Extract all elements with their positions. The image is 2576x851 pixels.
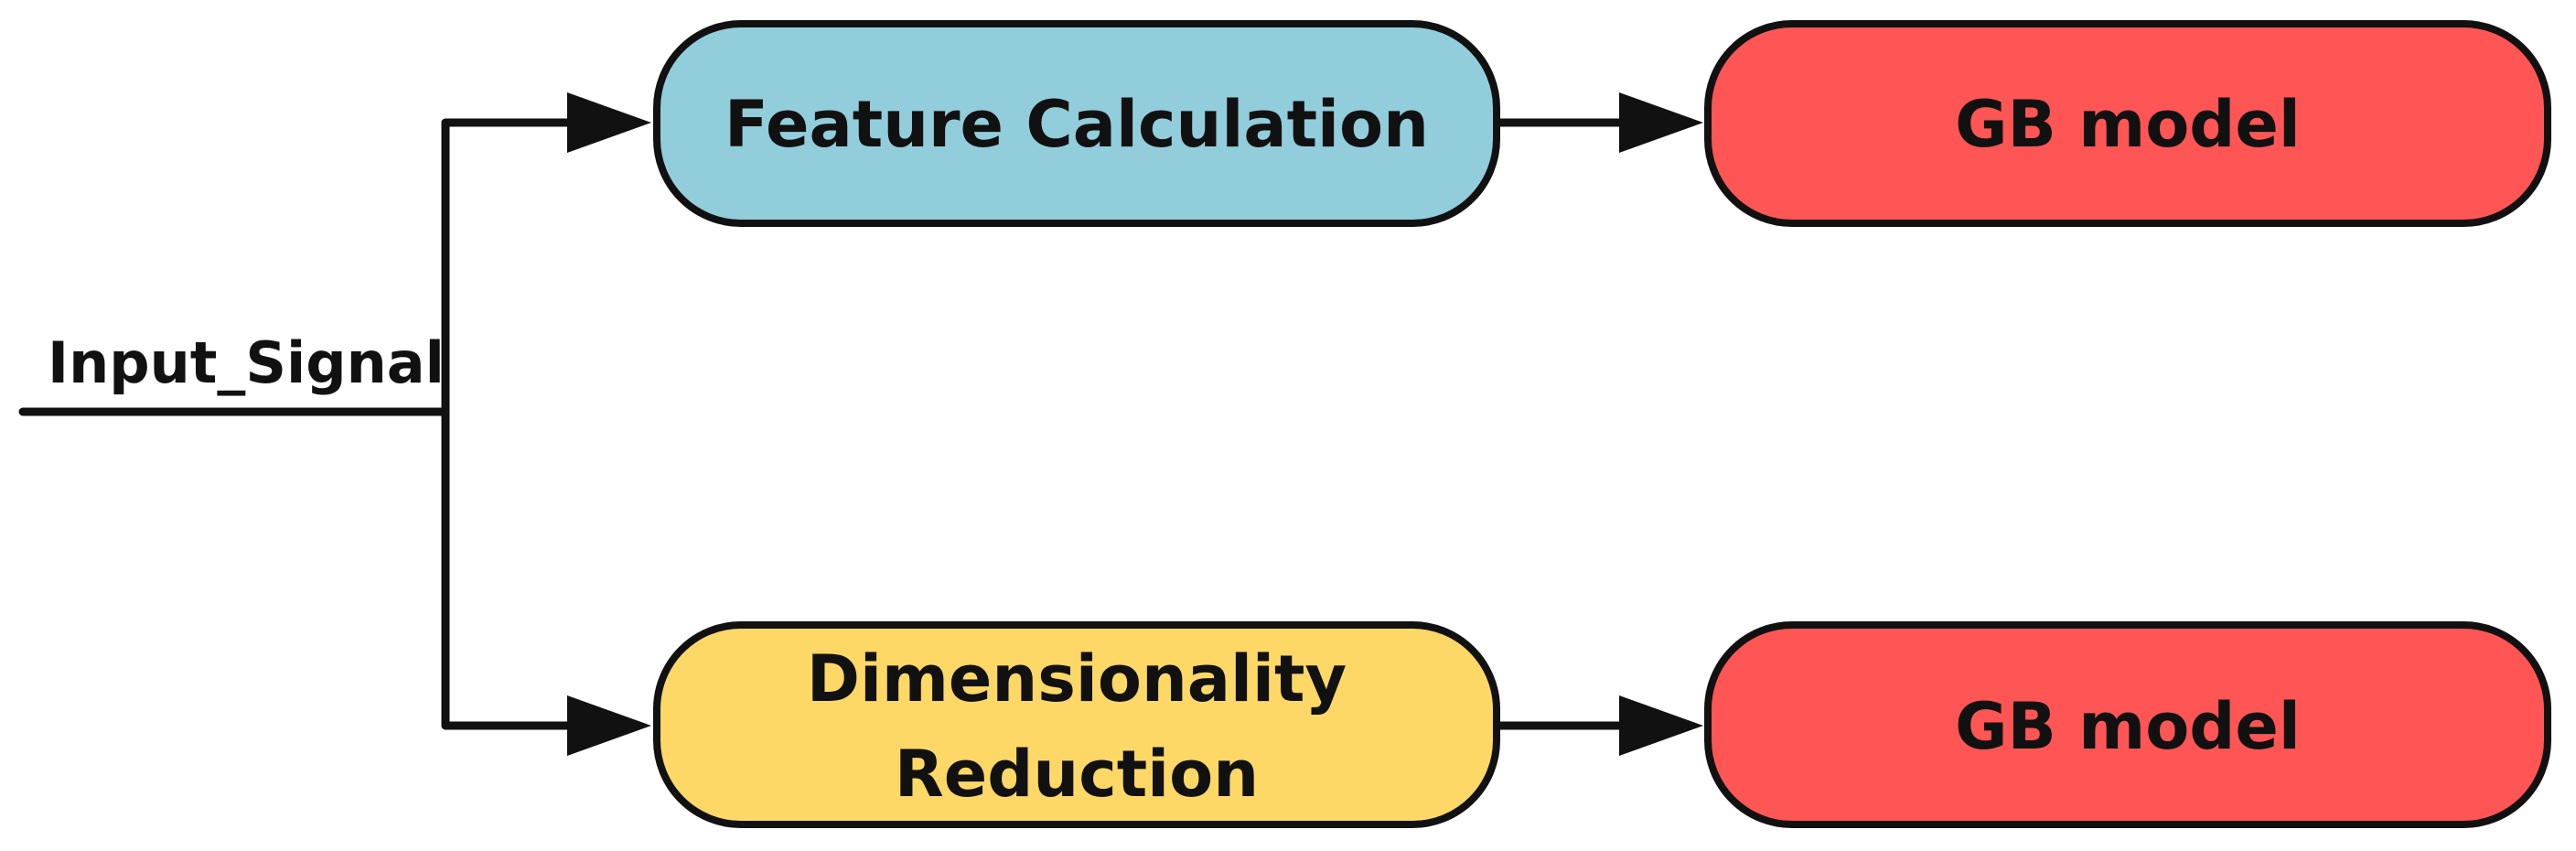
gb-model-top-box <box>1704 20 2551 227</box>
gb-model-bottom-box <box>1704 621 2551 828</box>
dimensionality-reduction-label-line2: Reduction <box>895 737 1259 812</box>
arrow-into-gb-model-top <box>1619 92 1703 153</box>
arrow-into-dimensionality-reduction <box>567 695 651 756</box>
input-signal: Input_Signal <box>18 329 450 416</box>
signal-splitter <box>441 118 590 730</box>
arrow-into-gb-model-bottom <box>1619 695 1703 756</box>
feature-calculation-label: Feature Calculation <box>724 87 1429 162</box>
gb-model-bottom-node: GB model <box>1704 621 2551 828</box>
gb-model-top-node: GB model <box>1704 20 2551 227</box>
gb-model-bottom-label: GB model <box>1955 689 2301 764</box>
feature-calculation-node: Feature Calculation <box>653 20 1500 227</box>
dimensionality-reduction-node: Dimensionality Reduction <box>653 621 1500 828</box>
dimensionality-reduction-label-line1: Dimensionality <box>807 641 1347 716</box>
gb-model-top-label: GB model <box>1955 87 2301 162</box>
input-signal-label: Input_Signal <box>48 329 445 396</box>
arrow-into-feature-calculation <box>567 92 651 153</box>
